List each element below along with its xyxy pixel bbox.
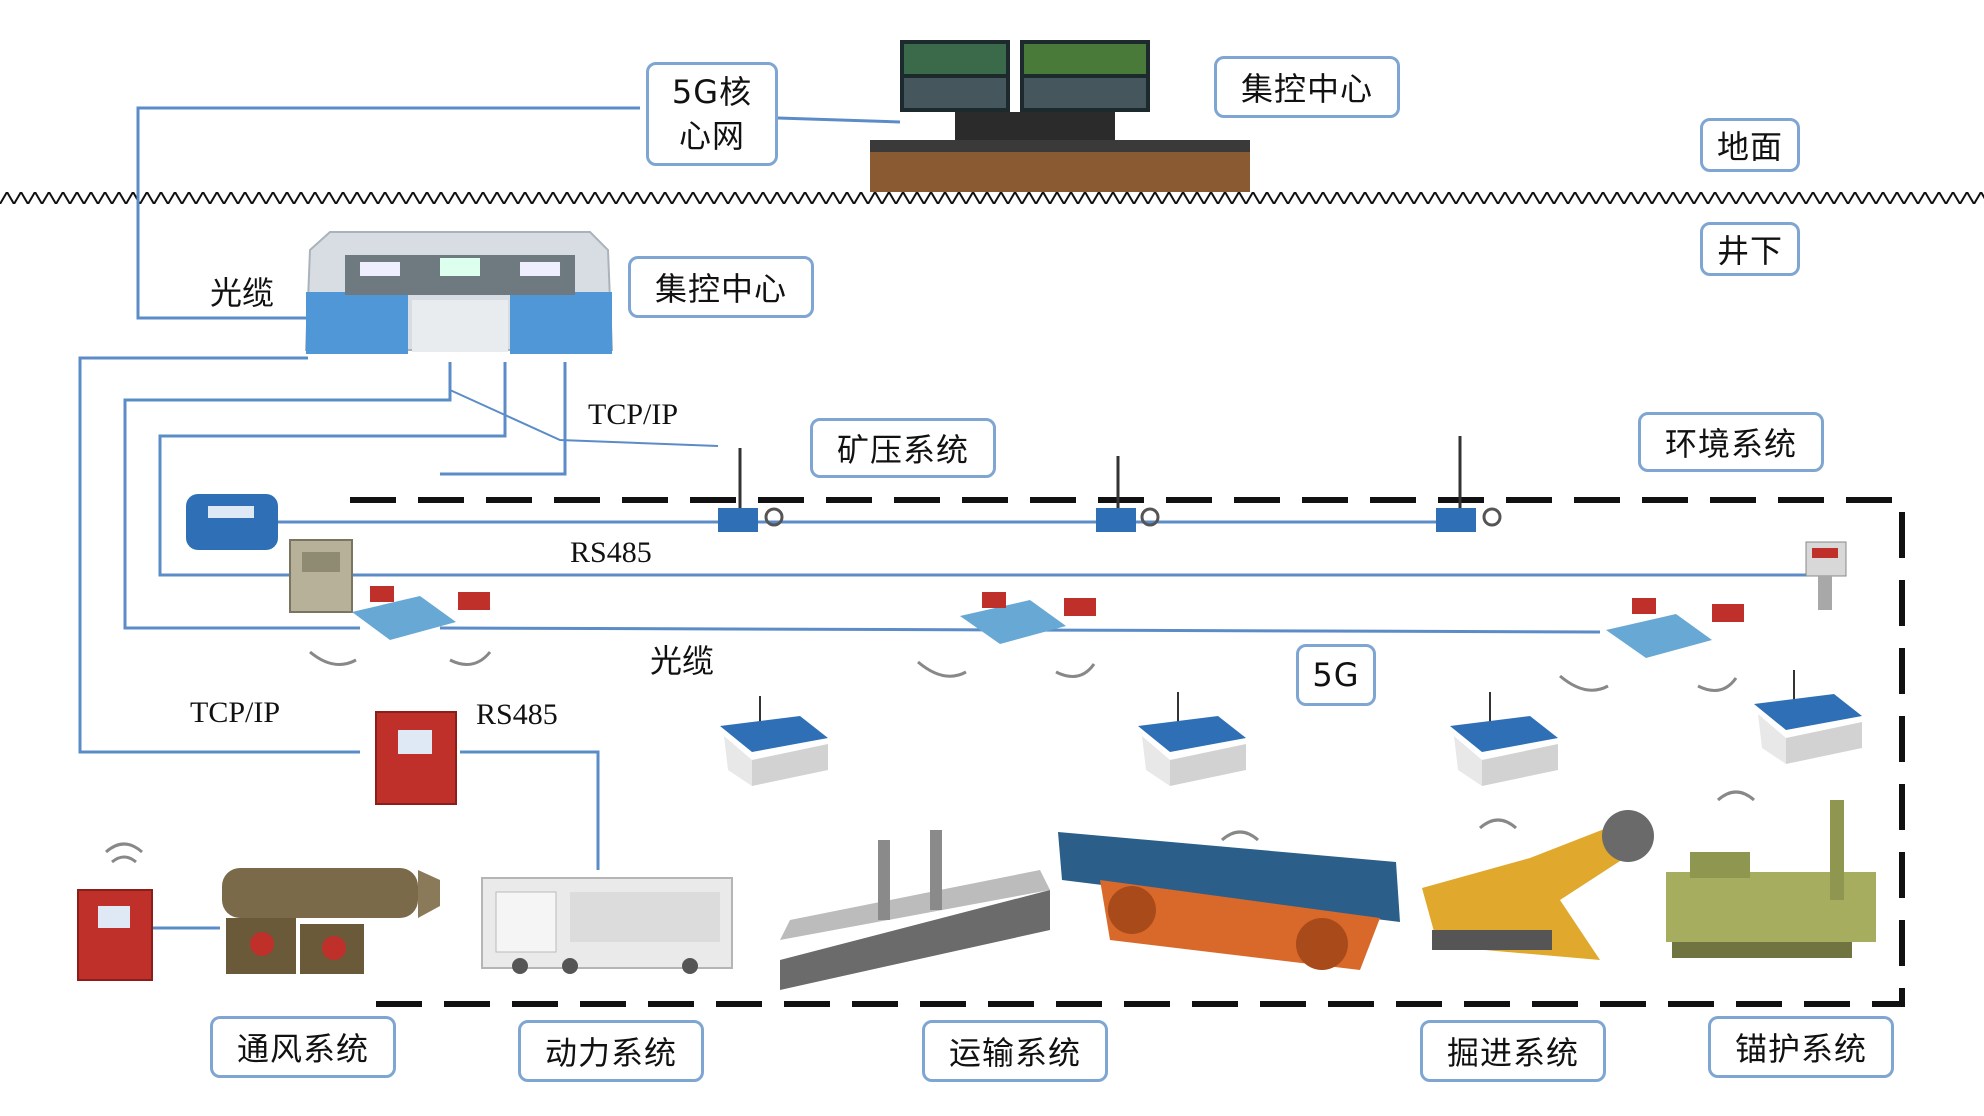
5g-label-box: 5G xyxy=(1296,644,1376,706)
5g-terminal-4 xyxy=(1754,670,1862,764)
ground-label-box: 地面 xyxy=(1700,118,1800,172)
base-station-2 xyxy=(917,592,1096,678)
monitor-device-image xyxy=(186,494,278,550)
fiber-label-top: 光缆 xyxy=(210,274,275,312)
pressure-sensor-3 xyxy=(1436,436,1502,532)
base-station-1 xyxy=(309,586,492,666)
base-station-3 xyxy=(1559,598,1744,692)
pressure-sensor-1 xyxy=(718,448,784,532)
rs485-bottom-line xyxy=(460,750,600,870)
rs485-line xyxy=(158,362,1820,577)
5g-terminal-1 xyxy=(720,696,828,786)
tunneling-machine-image xyxy=(1422,810,1654,960)
fiber-label-mid: 光缆 xyxy=(650,642,715,680)
support-system-box: 锚护系统 xyxy=(1708,1016,1894,1078)
power-system-box: 动力系统 xyxy=(518,1020,704,1082)
power-switch-box-left xyxy=(77,842,153,981)
pressure-system-box: 矿压系统 xyxy=(810,418,996,478)
tcpip-outer-line xyxy=(78,356,360,754)
fiber-inner-line xyxy=(123,362,452,630)
work-area-dashed-boundary xyxy=(350,497,1905,1007)
rs485-label-top: RS485 xyxy=(570,536,652,569)
core-network-box: 5G核 心网 xyxy=(646,62,778,166)
core-network-line-1: 5G核 xyxy=(671,73,753,111)
core-to-control-line xyxy=(777,116,901,124)
5g-terminal-2 xyxy=(1138,692,1246,786)
ventilation-system-box: 通风系统 xyxy=(210,1016,396,1078)
ground-surface-band xyxy=(0,192,1984,204)
bolting-machine-image xyxy=(1666,790,1876,958)
underground-control-center-image xyxy=(304,231,614,354)
fiber-cable-line xyxy=(136,106,640,320)
power-switch-box-center xyxy=(375,711,457,805)
environment-system-box: 环境系统 xyxy=(1638,412,1824,472)
underground-control-center-box: 集控中心 xyxy=(628,256,814,318)
underground-label-box: 井下 xyxy=(1700,222,1800,276)
transport-system-box: 运输系统 xyxy=(922,1020,1108,1082)
tunneling-system-box: 掘进系统 xyxy=(1420,1020,1606,1082)
ventilation-fan-image xyxy=(222,868,440,974)
pressure-sensor-2 xyxy=(1096,456,1160,532)
junction-box-image xyxy=(289,539,353,613)
5g-terminal-3 xyxy=(1450,692,1558,786)
tcpip-label-top: TCP/IP xyxy=(588,398,679,431)
power-transformer-image xyxy=(481,877,733,974)
belt-conveyor-image xyxy=(1058,830,1400,970)
surface-control-center-box: 集控中心 xyxy=(1214,56,1400,118)
environment-sensor-image xyxy=(1805,541,1847,610)
rs485-label-bottom: RS485 xyxy=(476,698,558,731)
tcpip-diagonal xyxy=(449,389,719,447)
hydraulic-support-image xyxy=(780,830,1050,990)
surface-control-center-image xyxy=(870,40,1250,192)
core-network-line-2: 心网 xyxy=(678,117,745,155)
tcpip-label-bottom: TCP/IP xyxy=(190,696,281,729)
tcpip-line xyxy=(440,362,567,476)
